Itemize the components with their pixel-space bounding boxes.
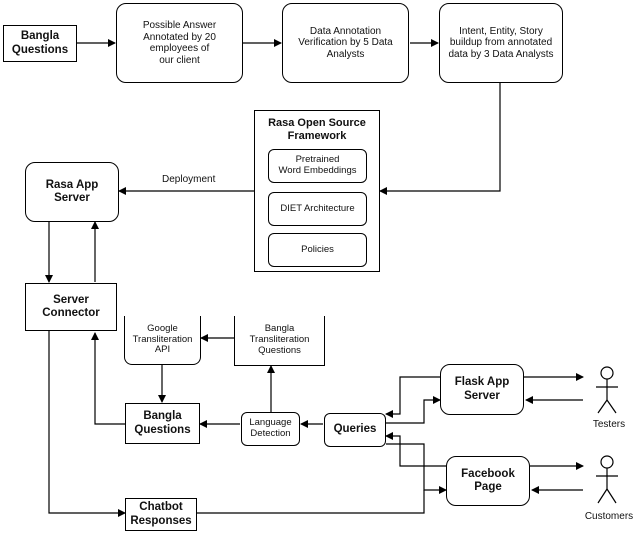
edge-queries-to-flask	[386, 396, 441, 424]
edge-intent-to-rasa	[379, 83, 501, 195]
node-pretrained-embeddings: Pretrained Word Embeddings	[268, 149, 367, 183]
node-possible-answer: Possible Answer Annotated by 20 employee…	[116, 3, 243, 83]
actor-label-customers: Customers	[584, 511, 634, 522]
customers-actor-icon	[596, 455, 618, 504]
edge-label-deployment: Deployment	[162, 174, 216, 185]
node-intent-entity: Intent, Entity, Story buildup from annot…	[439, 3, 563, 83]
node-google-transliteration-api: Google Transliteration API	[124, 316, 201, 365]
node-bangla-transliteration-questions: Bangla Transliteration Questions	[234, 316, 325, 366]
node-rasa-framework: Rasa Open Source Framework Pretrained Wo…	[254, 110, 380, 272]
rasa-framework-title: Rasa Open Source Framework	[268, 117, 366, 143]
node-bangla-questions-top: Bangla Questions	[3, 25, 77, 62]
node-chatbot-responses: Chatbot Responses	[125, 498, 197, 531]
testers-actor-icon	[596, 366, 618, 414]
edge-connector-to-responses	[48, 331, 126, 517]
edge-bangla-to-connector	[91, 332, 125, 425]
node-policies: Policies	[268, 233, 367, 267]
node-data-annotation: Data Annotation Verification by 5 Data A…	[282, 3, 409, 83]
actor-label-testers: Testers	[592, 419, 626, 430]
node-diet-architecture: DIET Architecture	[268, 192, 367, 226]
node-rasa-app-server: Rasa App Server	[25, 162, 119, 222]
node-facebook-page: Facebook Page	[446, 456, 530, 506]
node-flask-app-server: Flask App Server	[440, 364, 524, 415]
node-server-connector: Server Connector	[25, 283, 117, 331]
node-language-detection: Language Detection	[241, 412, 300, 446]
edge-responses-to-facebook	[197, 490, 425, 514]
edge-flask-to-queries	[385, 376, 440, 418]
edge-queries-to-facebook	[386, 443, 447, 494]
node-bangla-questions-mid: Bangla Questions	[125, 403, 200, 444]
node-queries: Queries	[324, 413, 386, 447]
edge-facebook-to-queries	[385, 432, 446, 467]
